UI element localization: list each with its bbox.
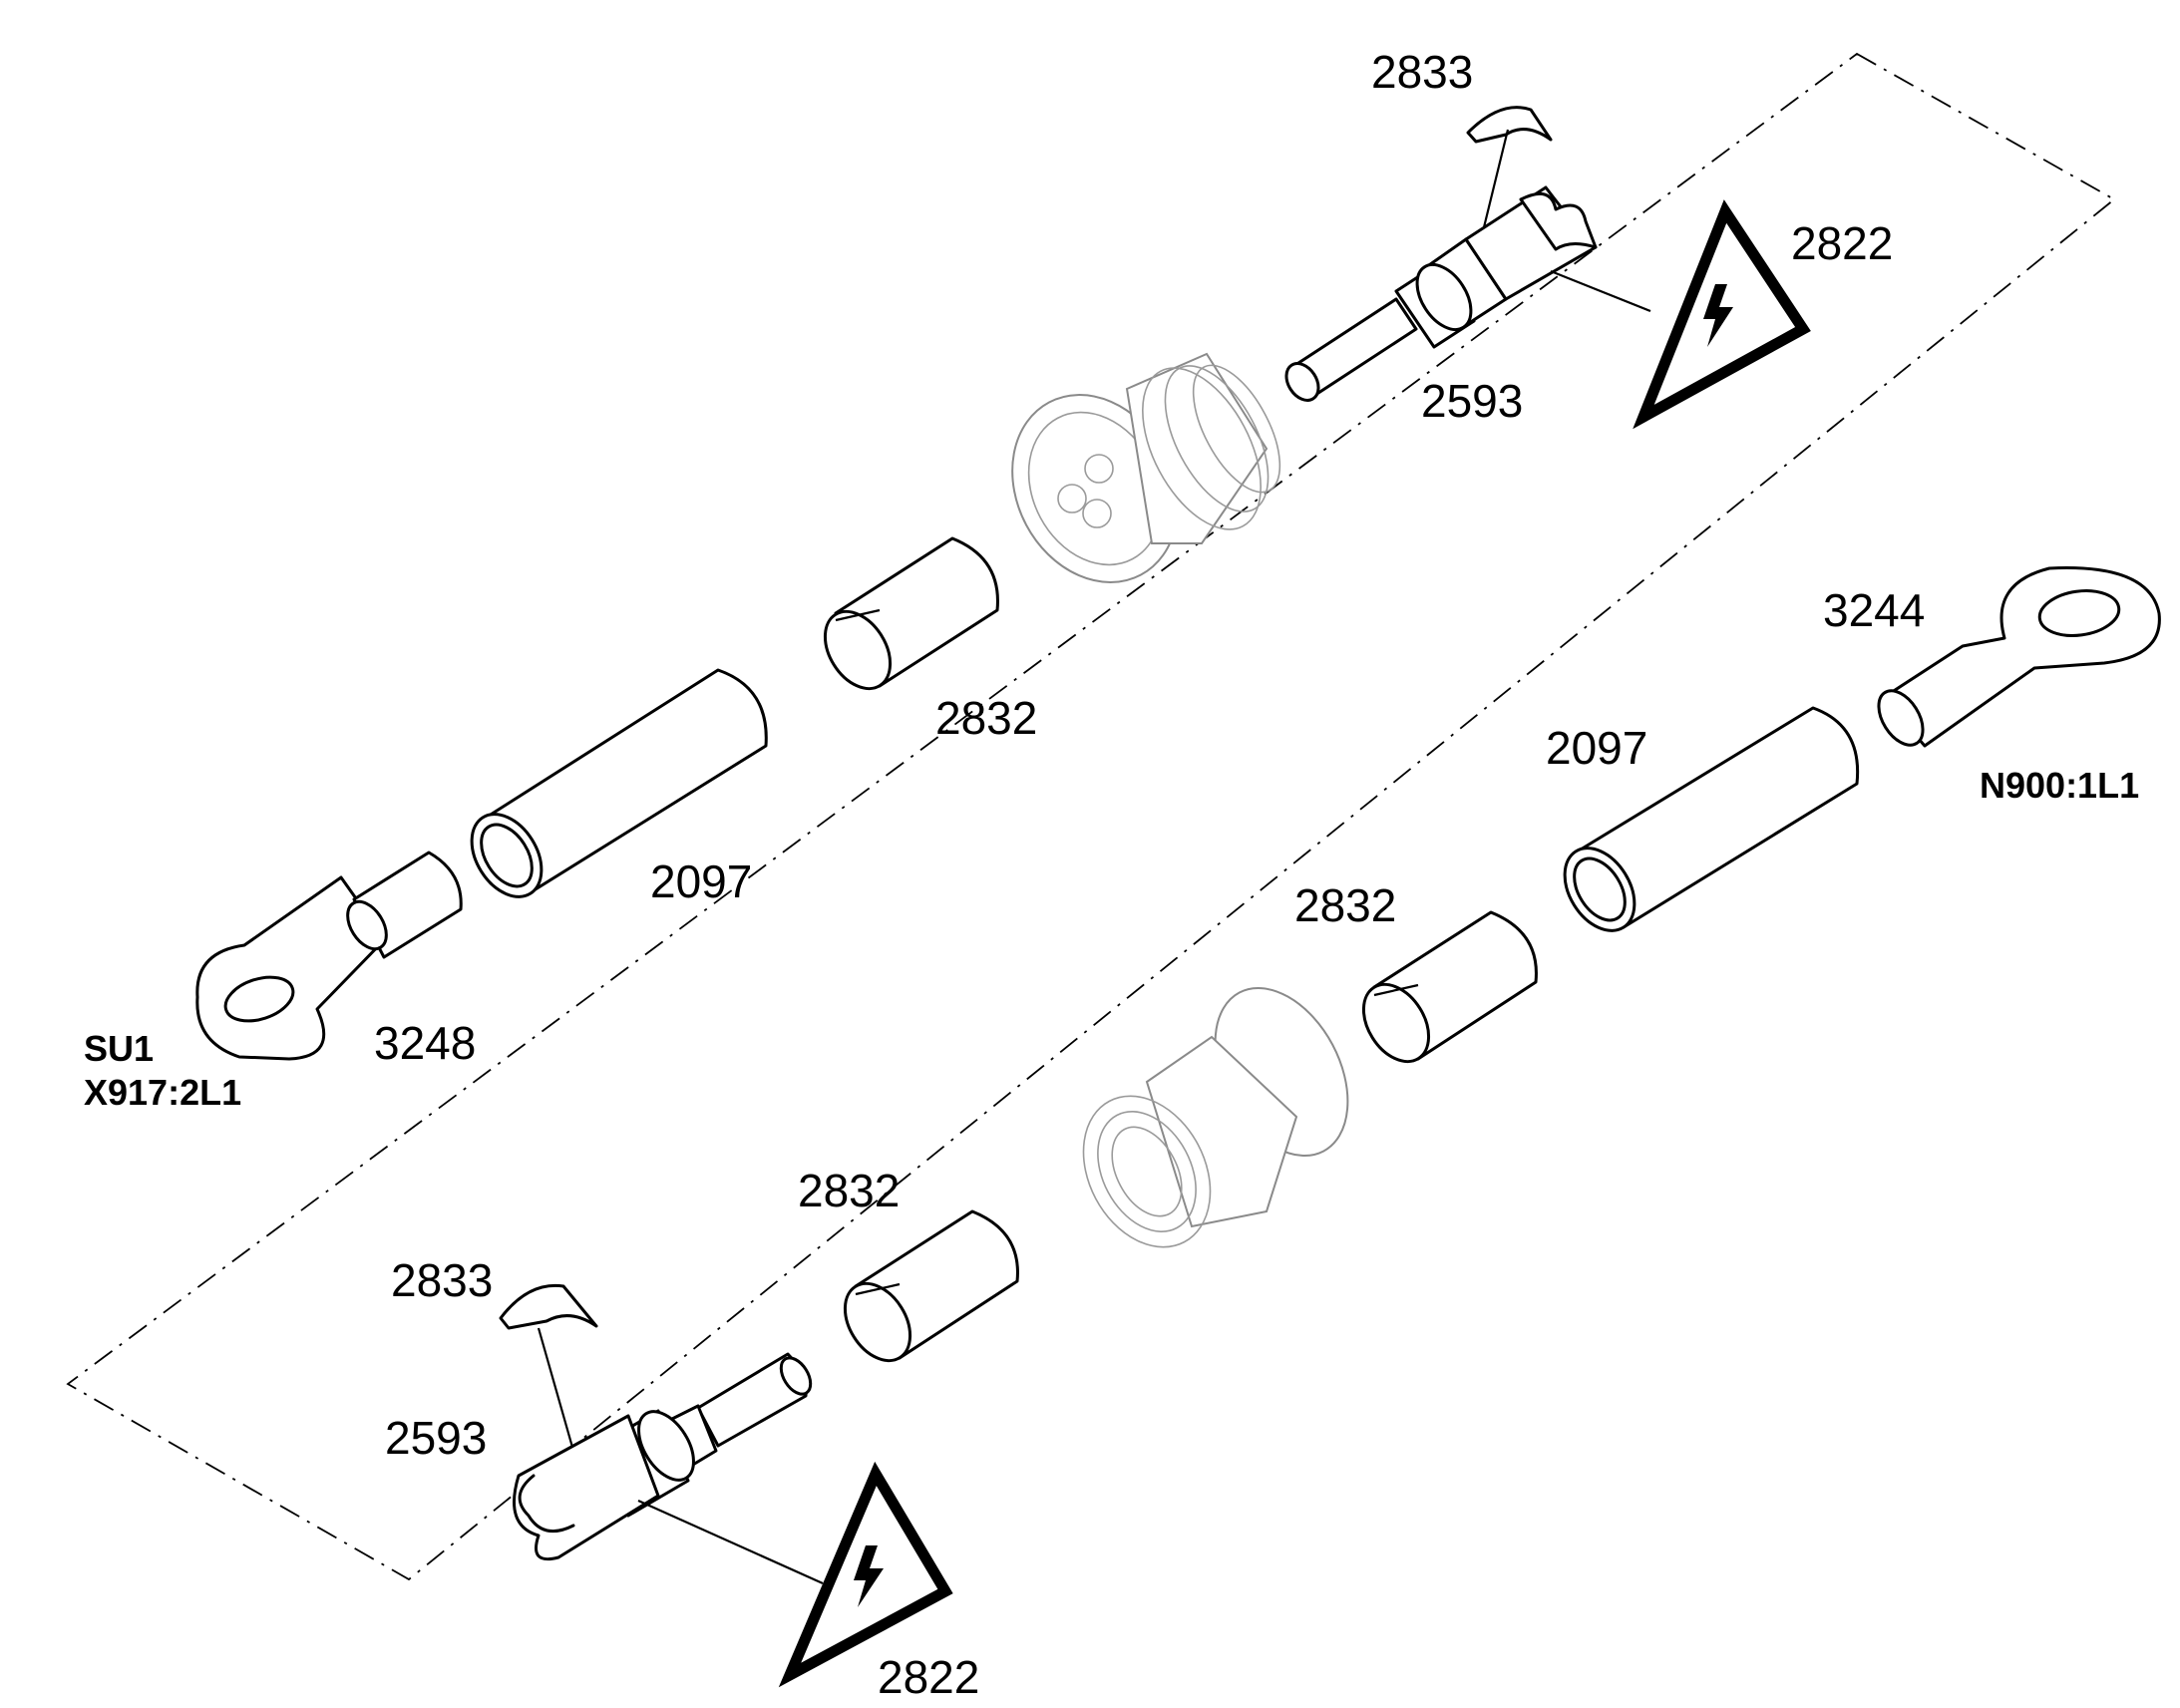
label-3248: 3248 — [374, 1017, 476, 1069]
clip-2833-top — [1466, 106, 1553, 144]
high-voltage-warning-icon — [778, 1461, 953, 1688]
sleeve-2832-bottom — [843, 1209, 1019, 1363]
label-x917: X917:2L1 — [84, 1072, 241, 1113]
ring-terminal-3248 — [195, 851, 463, 1061]
assembly-boundary — [66, 52, 2116, 1581]
label-2097-left: 2097 — [650, 855, 752, 907]
cable-gland-bottom — [1082, 986, 1349, 1248]
ring-terminal-3244 — [1877, 566, 2161, 748]
label-su1: SU1 — [84, 1028, 154, 1069]
leader-2833-bottom — [537, 1327, 575, 1452]
label-2593-top: 2593 — [1421, 375, 1523, 427]
label-2097-right: 2097 — [1546, 722, 1647, 774]
label-3244: 3244 — [1823, 584, 1925, 636]
label-2593-bottom: 2593 — [385, 1412, 487, 1464]
label-2832-mid: 2832 — [1294, 879, 1396, 931]
label-2833-top: 2833 — [1371, 46, 1473, 98]
high-voltage-warning-icon — [1633, 199, 1811, 430]
label-2832-bottom: 2832 — [798, 1165, 900, 1216]
leader-2822-bottom — [637, 1499, 824, 1585]
clip-2833-bottom — [499, 1283, 598, 1330]
sleeve-2832-top — [823, 536, 999, 691]
label-2832-top: 2832 — [935, 692, 1037, 744]
tube-2097-left — [470, 668, 768, 898]
label-2822-top: 2822 — [1791, 217, 1893, 269]
label-n900: N900:1L1 — [1980, 765, 2139, 806]
leader-2822-top — [1550, 269, 1651, 313]
cable-2593-top — [1284, 185, 1598, 402]
cable-gland-top — [1011, 352, 1281, 583]
label-2833-bottom: 2833 — [391, 1254, 493, 1306]
cable-2593-bottom — [513, 1352, 813, 1561]
tube-2097-right — [1563, 706, 1860, 932]
label-2822-bottom: 2822 — [878, 1651, 979, 1703]
leader-2833-top — [1482, 129, 1510, 228]
sleeve-2832-mid — [1361, 910, 1538, 1064]
